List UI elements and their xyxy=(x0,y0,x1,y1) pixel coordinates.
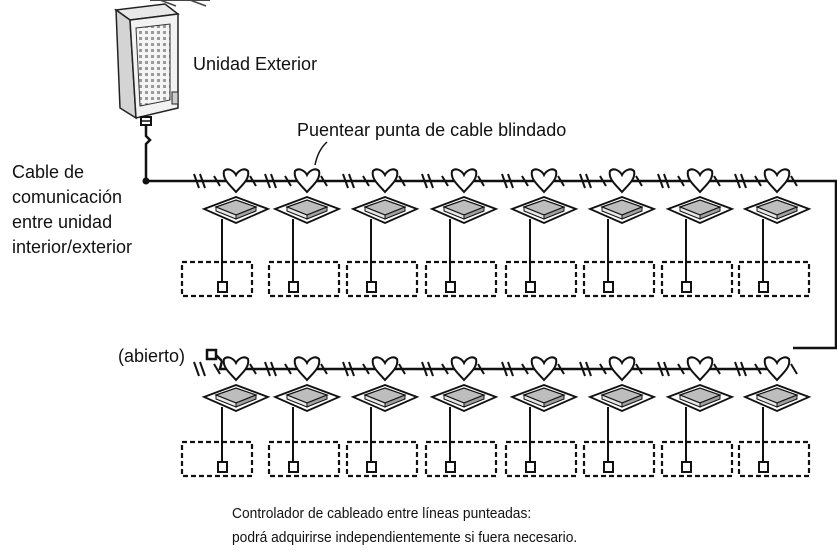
controller-area xyxy=(582,440,656,478)
indoor-cassette-unit-icon xyxy=(342,356,420,412)
indoor-cassette-unit-icon xyxy=(421,168,499,224)
indoor-cassette-unit-icon xyxy=(579,356,657,412)
indoor-cassette-unit-icon xyxy=(264,168,342,224)
wired-controller-icon xyxy=(681,461,692,473)
terminal-box-icon xyxy=(140,116,152,126)
wired-controller-icon xyxy=(217,461,228,473)
indoor-cassette-unit-icon xyxy=(734,168,812,224)
indoor-row-1 xyxy=(180,168,812,298)
caption-line-1: Controlador de cableado entre líneas pun… xyxy=(232,505,532,522)
wired-controller-icon xyxy=(217,281,228,293)
controller-area xyxy=(582,260,656,298)
controller-area xyxy=(180,260,254,298)
controller-area xyxy=(424,260,498,298)
wired-controller-icon xyxy=(445,461,456,473)
comm-cable-line-4: interior/exterior xyxy=(12,237,133,257)
indoor-cassette-unit-icon xyxy=(501,356,579,412)
indoor-cassette-unit-icon xyxy=(501,168,579,224)
open-terminal-icon xyxy=(205,348,223,362)
wired-controller-icon xyxy=(366,281,377,293)
controller-area xyxy=(504,260,578,298)
comm-cable-line-1: Cable de xyxy=(12,162,85,182)
indoor-cassette-unit-icon xyxy=(193,356,271,412)
indoor-cassette-unit-icon xyxy=(579,168,657,224)
wired-controller-icon xyxy=(288,461,299,473)
outdoor-unit-icon xyxy=(113,0,210,120)
wired-controller-icon xyxy=(603,281,614,293)
indoor-cassette-unit-icon xyxy=(342,168,420,224)
controller-area xyxy=(267,260,341,298)
comm-cable-line-3: entre unidad xyxy=(12,212,113,232)
indoor-cassette-unit-icon xyxy=(193,168,271,224)
controller-area xyxy=(345,260,419,298)
bridge-pointer-line xyxy=(314,141,328,166)
indoor-row-2 xyxy=(180,356,812,478)
comm-cable-line-2: comunicación xyxy=(12,187,123,207)
wired-controller-icon xyxy=(366,461,377,473)
wired-controller-icon xyxy=(681,281,692,293)
indoor-cassette-unit-icon xyxy=(421,356,499,412)
wired-controller-icon xyxy=(445,281,456,293)
indoor-cassette-unit-icon xyxy=(657,356,735,412)
wired-controller-icon xyxy=(758,461,769,473)
wired-controller-icon xyxy=(288,281,299,293)
controller-area xyxy=(660,260,734,298)
caption: Controlador de cableado entre líneas pun… xyxy=(232,502,607,550)
controller-area xyxy=(424,440,498,478)
wired-controller-icon xyxy=(758,281,769,293)
wired-controller-icon xyxy=(525,281,536,293)
open-end-label: (abierto) xyxy=(118,346,186,366)
wired-controller-icon xyxy=(603,461,614,473)
controller-area xyxy=(267,440,341,478)
controller-area xyxy=(345,440,419,478)
outdoor-unit-label: Unidad Exterior xyxy=(193,54,318,74)
caption-line-2: podrá adquirirse independientemente si f… xyxy=(232,529,578,546)
bridge-shield-label: Puentear punta de cable blindado xyxy=(297,120,567,140)
controller-area xyxy=(737,440,811,478)
comm-cable-label: Cable de comunicación entre unidad inter… xyxy=(12,161,132,258)
indoor-cassette-unit-icon xyxy=(657,168,735,224)
controller-area xyxy=(504,440,578,478)
indoor-cassette-unit-icon xyxy=(734,356,812,412)
controller-area xyxy=(660,440,734,478)
indoor-cassette-unit-icon xyxy=(264,356,342,412)
wired-controller-icon xyxy=(525,461,536,473)
controller-area xyxy=(180,440,254,478)
controller-area xyxy=(737,260,811,298)
